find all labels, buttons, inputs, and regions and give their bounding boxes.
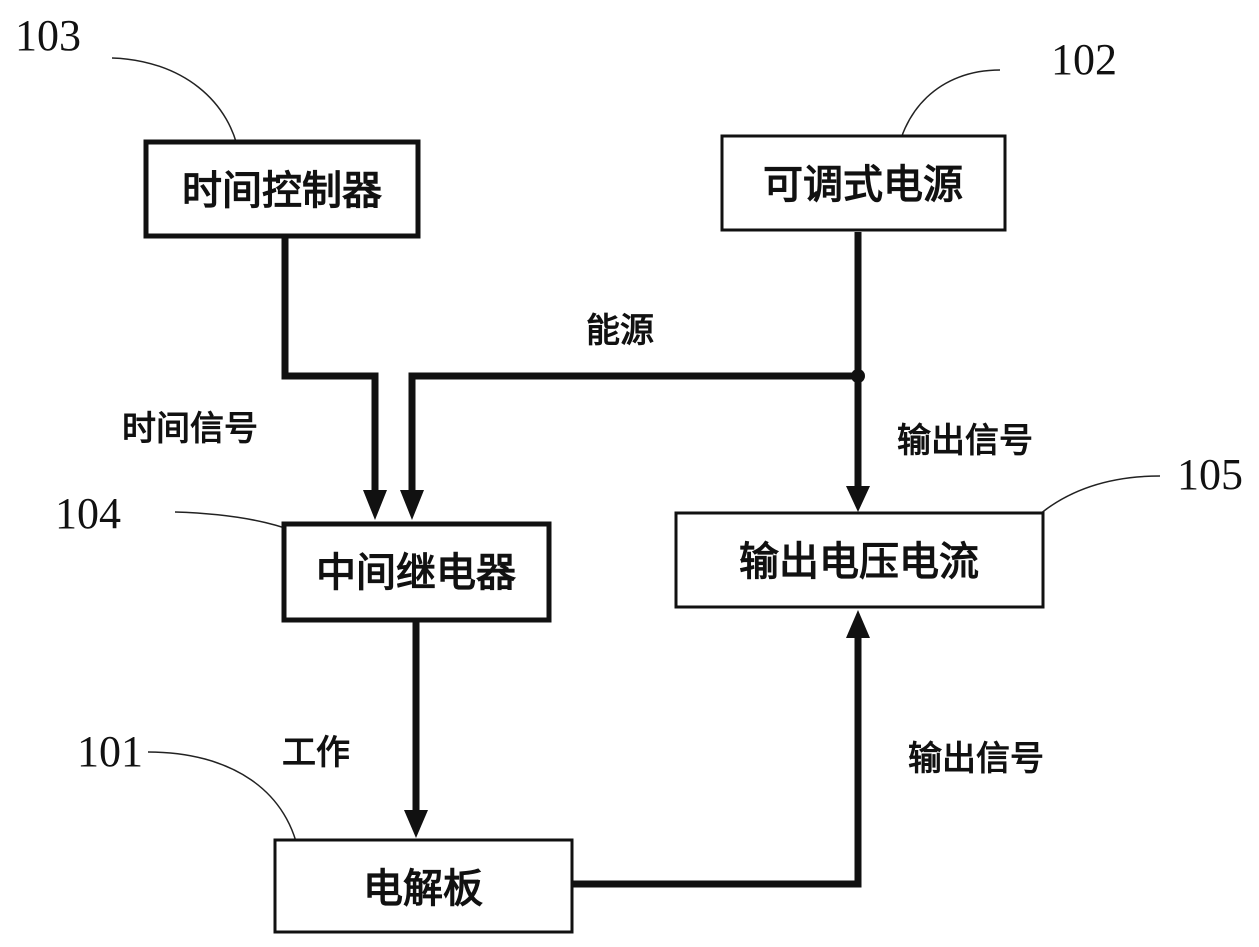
intermediate-relay-label: 中间继电器	[316, 550, 517, 596]
output-voltage-current-box: 输出电压电流	[674, 511, 1045, 609]
time-signal-arrowhead	[363, 490, 387, 520]
work-label: 工作	[282, 733, 350, 773]
energy-line	[408, 232, 862, 492]
time-controller-label: 时间控制器	[182, 168, 383, 214]
time-controller-frame	[143, 139, 421, 239]
ref-102: 102	[1051, 35, 1117, 84]
adjustable-power-supply-box: 可调式电源	[720, 134, 1007, 232]
connections	[281, 232, 870, 888]
electrolytic-plate-label: 电解板	[363, 866, 483, 912]
ref-101: 101	[77, 727, 143, 776]
output-signal-top-arrowhead	[846, 486, 870, 512]
time-controller-box: 时间控制器	[143, 139, 421, 239]
ref-103: 103	[15, 11, 81, 60]
electrolytic-plate-box: 电解板	[273, 838, 574, 934]
output-signal-bottom-label: 输出信号	[908, 739, 1044, 779]
output-signal-top-label: 输出信号	[897, 421, 1033, 461]
output-voltage-current-frame	[674, 511, 1045, 609]
energy-label: 能源	[586, 311, 654, 351]
time-signal-line	[281, 236, 379, 492]
adjustable-power-supply-frame	[720, 134, 1007, 232]
output-voltage-current-label: 输出电压电流	[739, 539, 979, 585]
leader-101	[147, 751, 301, 861]
time-signal-label: 时间信号	[122, 409, 258, 449]
ref-104: 104	[55, 489, 121, 538]
energy-arrowhead	[400, 490, 424, 520]
ref-105: 105	[1177, 450, 1243, 499]
output-signal-bottom-line	[572, 636, 862, 888]
output-signal-bottom-arrowhead	[846, 610, 870, 638]
intermediate-relay-box: 中间继电器	[281, 521, 552, 623]
electrolytic-plate-frame	[273, 838, 574, 934]
work-arrowhead	[404, 810, 428, 838]
intermediate-relay-frame	[281, 521, 552, 623]
adjustable-power-supply-label: 可调式电源	[763, 162, 963, 208]
